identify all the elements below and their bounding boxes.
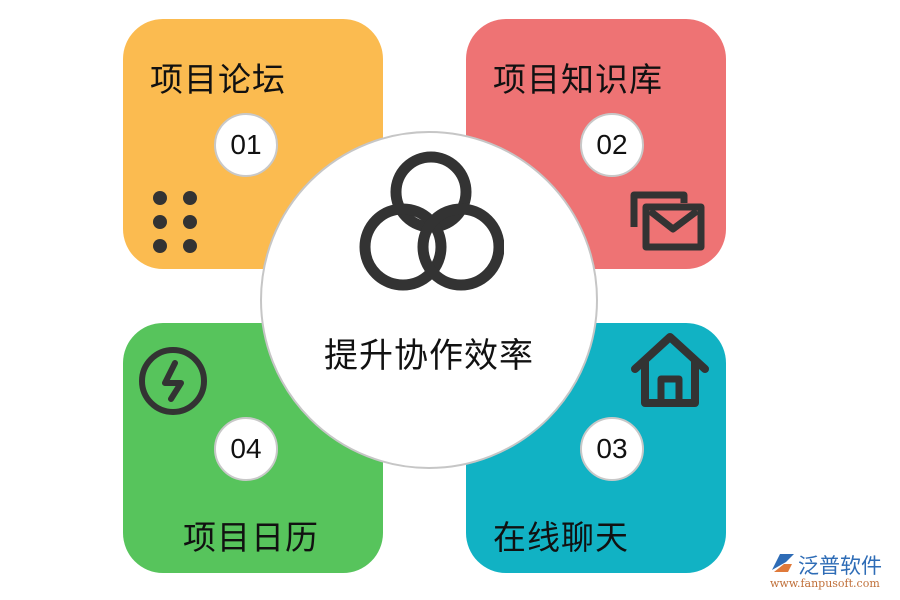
home-icon	[631, 333, 709, 407]
center-hub: 提升协作效率	[260, 131, 598, 469]
watermark-url: www.fanpusoft.com	[770, 577, 880, 590]
card-number-badge: 02	[580, 113, 644, 177]
card-title: 项目日历	[183, 518, 319, 557]
card-number-badge: 04	[214, 417, 278, 481]
lightning-circle-icon	[139, 347, 207, 415]
dots-grid-icon	[153, 191, 197, 253]
card-title: 项目知识库	[493, 60, 663, 99]
watermark-logo: 泛普软件 www.fanpusoft.com	[768, 550, 898, 595]
card-number-badge: 01	[214, 113, 278, 177]
fanpu-logo-icon	[772, 554, 794, 572]
card-title: 在线聊天	[493, 518, 629, 557]
card-project-forum[interactable]: 项目论坛 01	[123, 19, 383, 269]
card-number-badge: 03	[580, 417, 644, 481]
three-circles-icon	[359, 151, 504, 291]
card-title: 项目论坛	[150, 60, 286, 99]
center-title: 提升协作效率	[324, 336, 534, 376]
card-project-calendar[interactable]: 04 项目日历	[123, 323, 383, 573]
watermark-name: 泛普软件	[798, 554, 882, 578]
mail-stack-icon	[630, 191, 705, 251]
